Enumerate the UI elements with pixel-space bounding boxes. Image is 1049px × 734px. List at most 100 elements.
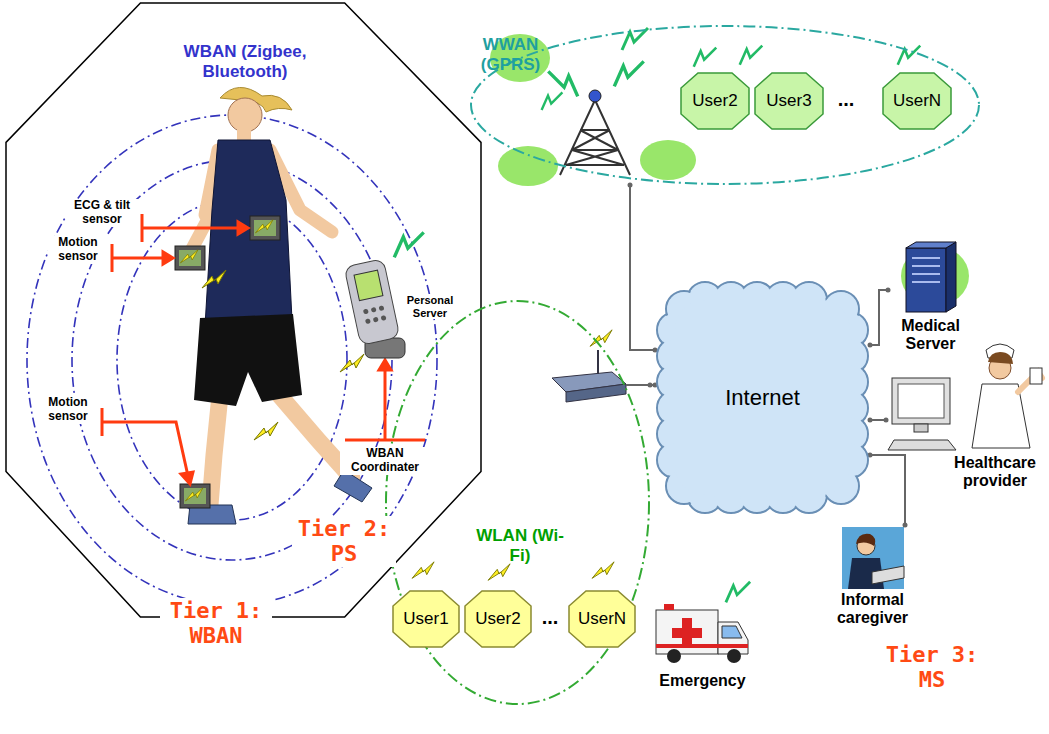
network-link bbox=[630, 185, 655, 350]
sensor-leader-lines bbox=[142, 227, 240, 230]
healthcare-provider-icon bbox=[898, 384, 944, 418]
medical-server-icon bbox=[912, 281, 940, 283]
tier-label: Tier 3: MS bbox=[880, 642, 984, 693]
informal-caregiver-icon bbox=[842, 527, 904, 589]
node-text: User3 bbox=[754, 72, 824, 130]
healthcare-provider: Healthcare provider bbox=[886, 330, 1046, 500]
cell-tower bbox=[740, 46, 763, 65]
sensor-leader-lines bbox=[181, 472, 193, 484]
user-octagon: User1 bbox=[392, 590, 460, 648]
internet-cloud: Internet bbox=[655, 280, 870, 515]
personal-server-phone bbox=[344, 259, 400, 346]
user-octagon-outline bbox=[681, 73, 749, 129]
wlan-region: WLAN (Wi-Fi)User1User2UserN bbox=[385, 300, 650, 705]
medical-server-icon bbox=[906, 242, 956, 248]
medical-server-icon bbox=[912, 258, 940, 282]
user-octagon-outline bbox=[465, 591, 531, 647]
cell-tower bbox=[589, 90, 601, 102]
medical-server-icon bbox=[912, 273, 940, 275]
wlan-router bbox=[412, 562, 434, 579]
medical-server-icon bbox=[901, 242, 969, 312]
personal-server-phone bbox=[379, 305, 385, 311]
link-end-dot bbox=[868, 418, 873, 423]
personal-server-phone bbox=[394, 232, 423, 257]
wwan-region: WWAN (GPRS)User2User3UserN bbox=[470, 25, 980, 185]
wlan-router bbox=[566, 384, 626, 402]
link-end-dot bbox=[628, 183, 633, 188]
node-text: User1 bbox=[392, 590, 460, 648]
ambulance-icon bbox=[672, 618, 702, 648]
runner-figure bbox=[205, 140, 292, 326]
body-sensors bbox=[250, 216, 280, 240]
cell-tower bbox=[548, 71, 577, 96]
healthcare-provider-icon bbox=[988, 352, 1013, 364]
node-text: User2 bbox=[464, 590, 532, 648]
user-octagon: User3 bbox=[754, 72, 824, 130]
cell-tower bbox=[560, 100, 630, 175]
sensor-label: ECG & tilt sensor bbox=[66, 199, 138, 227]
sensor-leader-lines bbox=[384, 368, 387, 440]
body-sensors bbox=[180, 250, 198, 263]
body-sensors bbox=[180, 484, 210, 508]
personal-server-phone bbox=[371, 307, 377, 313]
informal-caregiver-icon bbox=[872, 566, 904, 584]
body-sensors bbox=[175, 246, 205, 270]
runner-figure bbox=[210, 395, 220, 505]
wlan-router bbox=[597, 350, 599, 374]
user-octagon-outline bbox=[755, 73, 823, 129]
device-label: Personal Server bbox=[398, 294, 462, 319]
medical-server: Medical Server bbox=[888, 245, 973, 365]
user-octagon-outline bbox=[883, 73, 951, 129]
informal-caregiver: Informal caregiver bbox=[810, 525, 935, 627]
cell-tower bbox=[614, 61, 643, 86]
sensor-label: Motion sensor bbox=[48, 236, 108, 264]
sensor-leader-lines bbox=[379, 360, 391, 370]
healthcare-provider-icon bbox=[888, 440, 956, 450]
ambulance-icon bbox=[664, 604, 674, 610]
node-text: Healthcare provider bbox=[946, 454, 1044, 491]
cell-tower bbox=[498, 146, 558, 186]
personal-server-phone bbox=[340, 354, 364, 372]
link-end-dot bbox=[648, 383, 653, 388]
node-text: WLAN (Wi-Fi) bbox=[470, 526, 570, 565]
tier-label: Tier 1: WBAN bbox=[160, 598, 272, 649]
healthcare-provider-icon bbox=[888, 344, 1042, 450]
personal-server-phone bbox=[363, 309, 369, 315]
body-sensors bbox=[202, 270, 226, 288]
body-sensors bbox=[175, 216, 280, 508]
node-text: Emergency bbox=[645, 672, 760, 690]
network-link bbox=[870, 290, 888, 345]
healthcare-provider-icon bbox=[914, 424, 928, 432]
wlan-router bbox=[412, 330, 650, 580]
link-end-dot bbox=[868, 343, 873, 348]
region-ellipse bbox=[471, 26, 979, 184]
wban-range-ellipses bbox=[27, 115, 437, 605]
link-end-dot bbox=[903, 523, 908, 528]
personal-server-phone bbox=[365, 318, 371, 324]
ambulance-icon bbox=[656, 582, 750, 663]
ambulance-icon bbox=[667, 649, 681, 663]
cell-tower bbox=[542, 92, 563, 110]
cell-tower bbox=[640, 140, 696, 180]
personal-server-phone bbox=[373, 317, 379, 323]
personal-server-phone bbox=[381, 315, 387, 321]
node-text: User2 bbox=[680, 72, 750, 130]
wlan-router bbox=[592, 562, 614, 579]
body-sensors bbox=[185, 488, 203, 501]
user-octagon: User2 bbox=[464, 590, 532, 648]
user-octagon: User2 bbox=[680, 72, 750, 130]
wban-range-ellipses bbox=[27, 115, 437, 605]
ellipsis: ... bbox=[533, 606, 567, 629]
medical-server-icon bbox=[906, 248, 946, 312]
runner-figure bbox=[228, 98, 262, 132]
user-octagon: UserN bbox=[882, 72, 952, 130]
sensor-label: Motion sensor bbox=[38, 396, 98, 424]
network-link bbox=[870, 455, 905, 525]
link-end-dot bbox=[884, 418, 889, 423]
node-text: Medical Server bbox=[888, 317, 973, 354]
body-sensors bbox=[250, 216, 280, 240]
sensor-leader-lines bbox=[102, 422, 188, 476]
medical-server-icon bbox=[912, 265, 940, 267]
link-end-dot bbox=[886, 288, 891, 293]
